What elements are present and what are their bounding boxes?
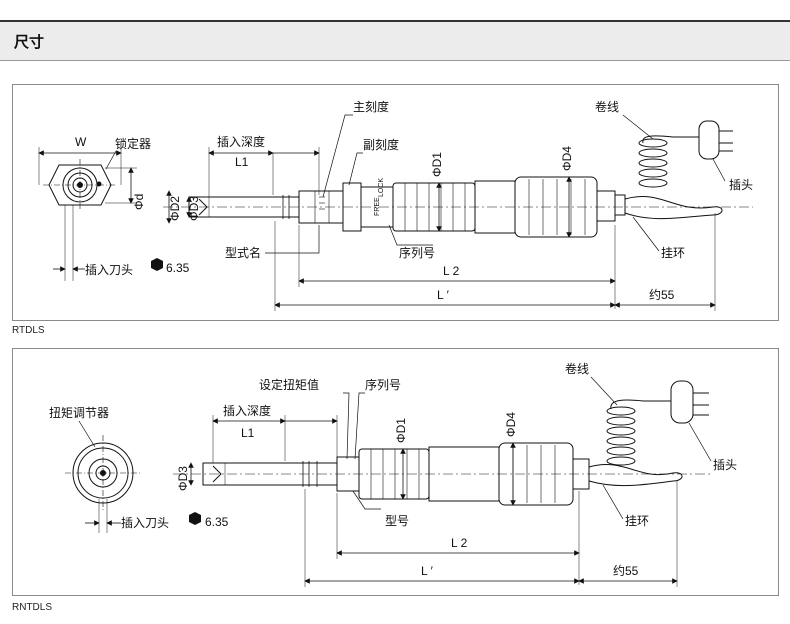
rtdls-phid3-label: ΦD3	[187, 196, 201, 221]
rtdls-end-cap	[596, 190, 616, 222]
rtdls-side-view	[188, 120, 733, 238]
rntdls-hook-loop	[588, 464, 683, 487]
rtdls-drawing: W 锁定器 Φd 插入刀头 6.35	[38, 99, 753, 311]
rtdls-sub-scale-label: 副刻度	[363, 137, 399, 152]
rtdls-cable	[642, 135, 699, 144]
rntdls-coil-1	[606, 456, 636, 466]
rntdls-serial-label: 序列号	[365, 377, 401, 392]
rtdls-bit-label: 插入刀头	[85, 263, 133, 277]
rtdls-model-label: 型式名	[225, 245, 261, 260]
rtdls-phid-label: Φd	[132, 194, 146, 210]
rntdls-cable	[610, 399, 671, 410]
rtdls-caption: RTDLS	[12, 325, 45, 336]
rntdls-plug-body	[670, 380, 694, 424]
rtdls-l1-label: L1	[235, 155, 249, 169]
section-title: 尺寸	[14, 34, 45, 51]
rtdls-phid2-label: ΦD2	[168, 196, 182, 221]
rtdls-lock-label: 锁定器	[115, 136, 151, 151]
rtdls-approx55-label: 约55	[649, 287, 675, 302]
rtdls-l2-label: L 2	[443, 264, 460, 278]
rtdls-main-scale-label: 主刻度	[353, 99, 389, 114]
section-header: 尺寸	[0, 22, 790, 61]
rntdls-caption: RNTDLS	[12, 602, 53, 613]
rntdls-approx55-label: 约55	[613, 563, 639, 578]
rntdls-coil-label: 卷线	[565, 361, 589, 376]
hex-bit-icon	[189, 512, 201, 525]
rntdls-set-value-label: 设定扭矩值	[259, 377, 319, 392]
rntdls-side-view	[202, 380, 709, 506]
rntdls-end-view	[65, 435, 141, 511]
rntdls-bit-label: 插入刀头	[121, 516, 169, 530]
rtdls-coil-1	[638, 178, 668, 188]
rtdls-coil-label: 卷线	[595, 99, 619, 114]
top-rule	[0, 20, 790, 22]
rtdls-lock-pin	[96, 181, 102, 187]
rtdls-phid1-label: ΦD1	[430, 152, 444, 177]
rtdls-w-label: W	[75, 135, 87, 149]
rtdls-plug-body	[698, 120, 720, 160]
rtdls-lprime-label: L ′	[437, 288, 450, 302]
rtdls-hook-loop	[624, 196, 723, 220]
rtdls-bit-size: 6.35	[166, 261, 190, 275]
rntdls-bit-size: 6.35	[205, 515, 229, 529]
rtdls-plug-label: 插头	[729, 178, 753, 192]
rntdls-depth-label: 插入深度	[223, 403, 271, 418]
rntdls-adjuster-label: 扭矩调节器	[49, 406, 109, 420]
rntdls-plug-label: 插头	[713, 458, 737, 472]
rntdls-l1-label: L1	[241, 426, 255, 440]
rtdls-drawing-panel: W 锁定器 Φd 插入刀头 6.35	[12, 84, 779, 321]
rtdls-phid4-label: ΦD4	[560, 146, 574, 171]
rtdls-depth-label: 插入深度	[217, 134, 265, 149]
rtdls-free-mark: FREE	[374, 197, 381, 216]
rtdls-serial-label: 序列号	[399, 245, 435, 260]
rntdls-l2-label: L 2	[451, 536, 468, 550]
rntdls-phid1-label: ΦD1	[394, 418, 408, 443]
rntdls-drawing-panel: 扭矩调节器 插入刀头 6.35	[12, 348, 779, 596]
hex-bit-icon	[151, 258, 163, 271]
rntdls-lprime-label: L ′	[421, 564, 434, 578]
rntdls-drawing: 扭矩调节器 插入刀头 6.35	[49, 361, 737, 587]
rtdls-hook-label: 挂环	[661, 246, 685, 260]
rntdls-phid3-label: ΦD3	[176, 466, 190, 491]
rntdls-model-label: 型号	[385, 514, 409, 528]
rntdls-phid4-label: ΦD4	[504, 412, 518, 437]
rtdls-lock-mark: LOCK	[378, 178, 385, 197]
rntdls-hook-label: 挂环	[625, 514, 649, 528]
rtdls-end-view	[43, 159, 117, 211]
